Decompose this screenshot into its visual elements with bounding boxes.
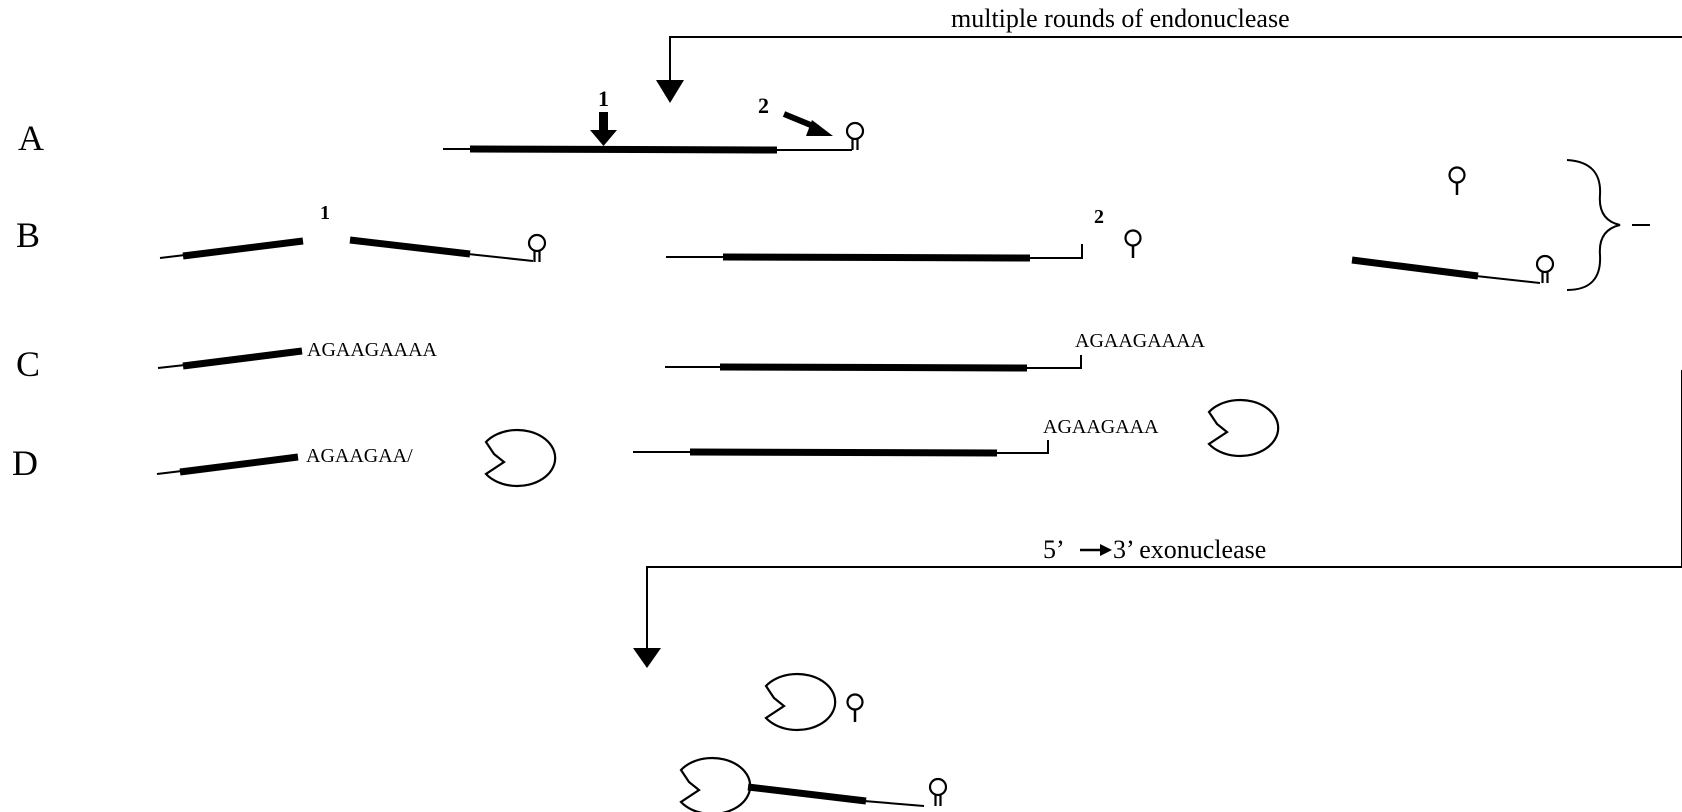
site-b1-label: 1 <box>320 202 330 224</box>
bracket-icon <box>1566 159 1621 291</box>
hairpin-icon <box>846 693 864 724</box>
row-label-a: A <box>18 118 44 158</box>
row-a-transcript: 1 2 <box>443 86 865 154</box>
row-label-b: B <box>16 215 40 255</box>
exonuclease-pacman-icon <box>1207 398 1280 458</box>
site-1-arrow-icon <box>599 112 608 136</box>
row-c-intermediates: AGAAGAAAA AGAAGAAAA <box>157 330 1206 372</box>
seq-d-left: AGAAGAA/ <box>306 445 413 467</box>
exonuclease-pacman-icon <box>764 672 837 732</box>
seq-d-right: AGAAGAAA <box>1043 416 1159 438</box>
final-products <box>679 672 948 812</box>
hairpin-icon <box>1535 254 1555 285</box>
site-2-arrow-icon <box>806 120 833 136</box>
site-1-label: 1 <box>598 86 609 111</box>
seq-c-right: AGAAGAAAA <box>1075 330 1206 352</box>
exonuclease-label: 5’ <box>1043 535 1065 564</box>
exonuclease-flow-arrow: 5’ 3’ exonuclease <box>633 370 1682 668</box>
endonuclease-arrowhead-icon <box>656 80 684 103</box>
site-2-label: 2 <box>758 93 769 118</box>
endonuclease-feedback-arrow: multiple rounds of endonuclease <box>656 4 1682 103</box>
hairpin-icon <box>527 233 547 264</box>
row-d-exonuclease-binding: AGAAGAA/ AGAAGAAA <box>156 398 1280 488</box>
row-label-c: C <box>16 344 40 384</box>
hairpin-icon <box>1448 166 1466 197</box>
hairpin-icon <box>928 777 948 808</box>
exonuclease-pacman-icon <box>679 756 752 812</box>
row-b-products: 1 2 <box>159 159 1650 291</box>
exonuclease-label-suffix: 3’ exonuclease <box>1113 535 1266 564</box>
endonuclease-label: multiple rounds of endonuclease <box>951 4 1290 33</box>
exonuclease-arrowhead-icon <box>633 648 661 668</box>
exonuclease-pacman-icon <box>484 428 557 488</box>
hairpin-icon <box>845 121 865 152</box>
row-label-d: D <box>12 443 38 483</box>
prime-arrow-icon <box>1100 544 1112 556</box>
seq-c-left: AGAAGAAAA <box>307 339 438 361</box>
hairpin-icon <box>1124 229 1142 260</box>
site-b2-label: 2 <box>1094 206 1104 228</box>
